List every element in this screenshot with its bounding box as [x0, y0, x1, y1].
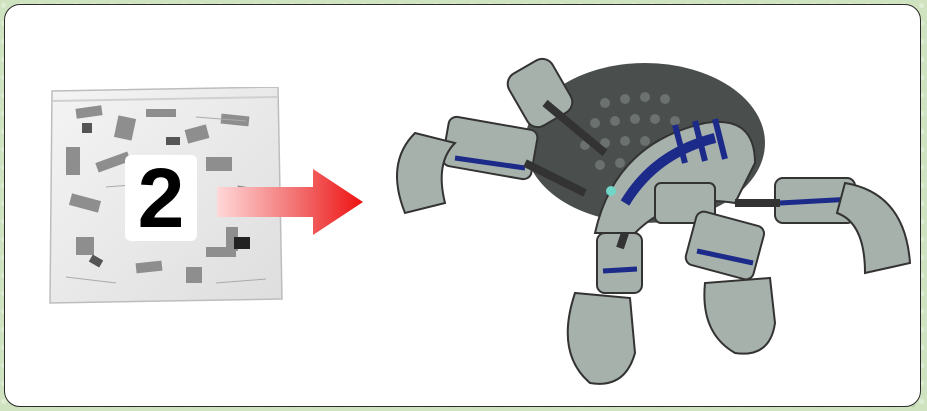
- droid-model-image: [375, 33, 921, 393]
- bag-number-label: 2: [125, 155, 197, 241]
- right-arrow-icon: [217, 169, 365, 235]
- instruction-panel: 2: [4, 4, 921, 407]
